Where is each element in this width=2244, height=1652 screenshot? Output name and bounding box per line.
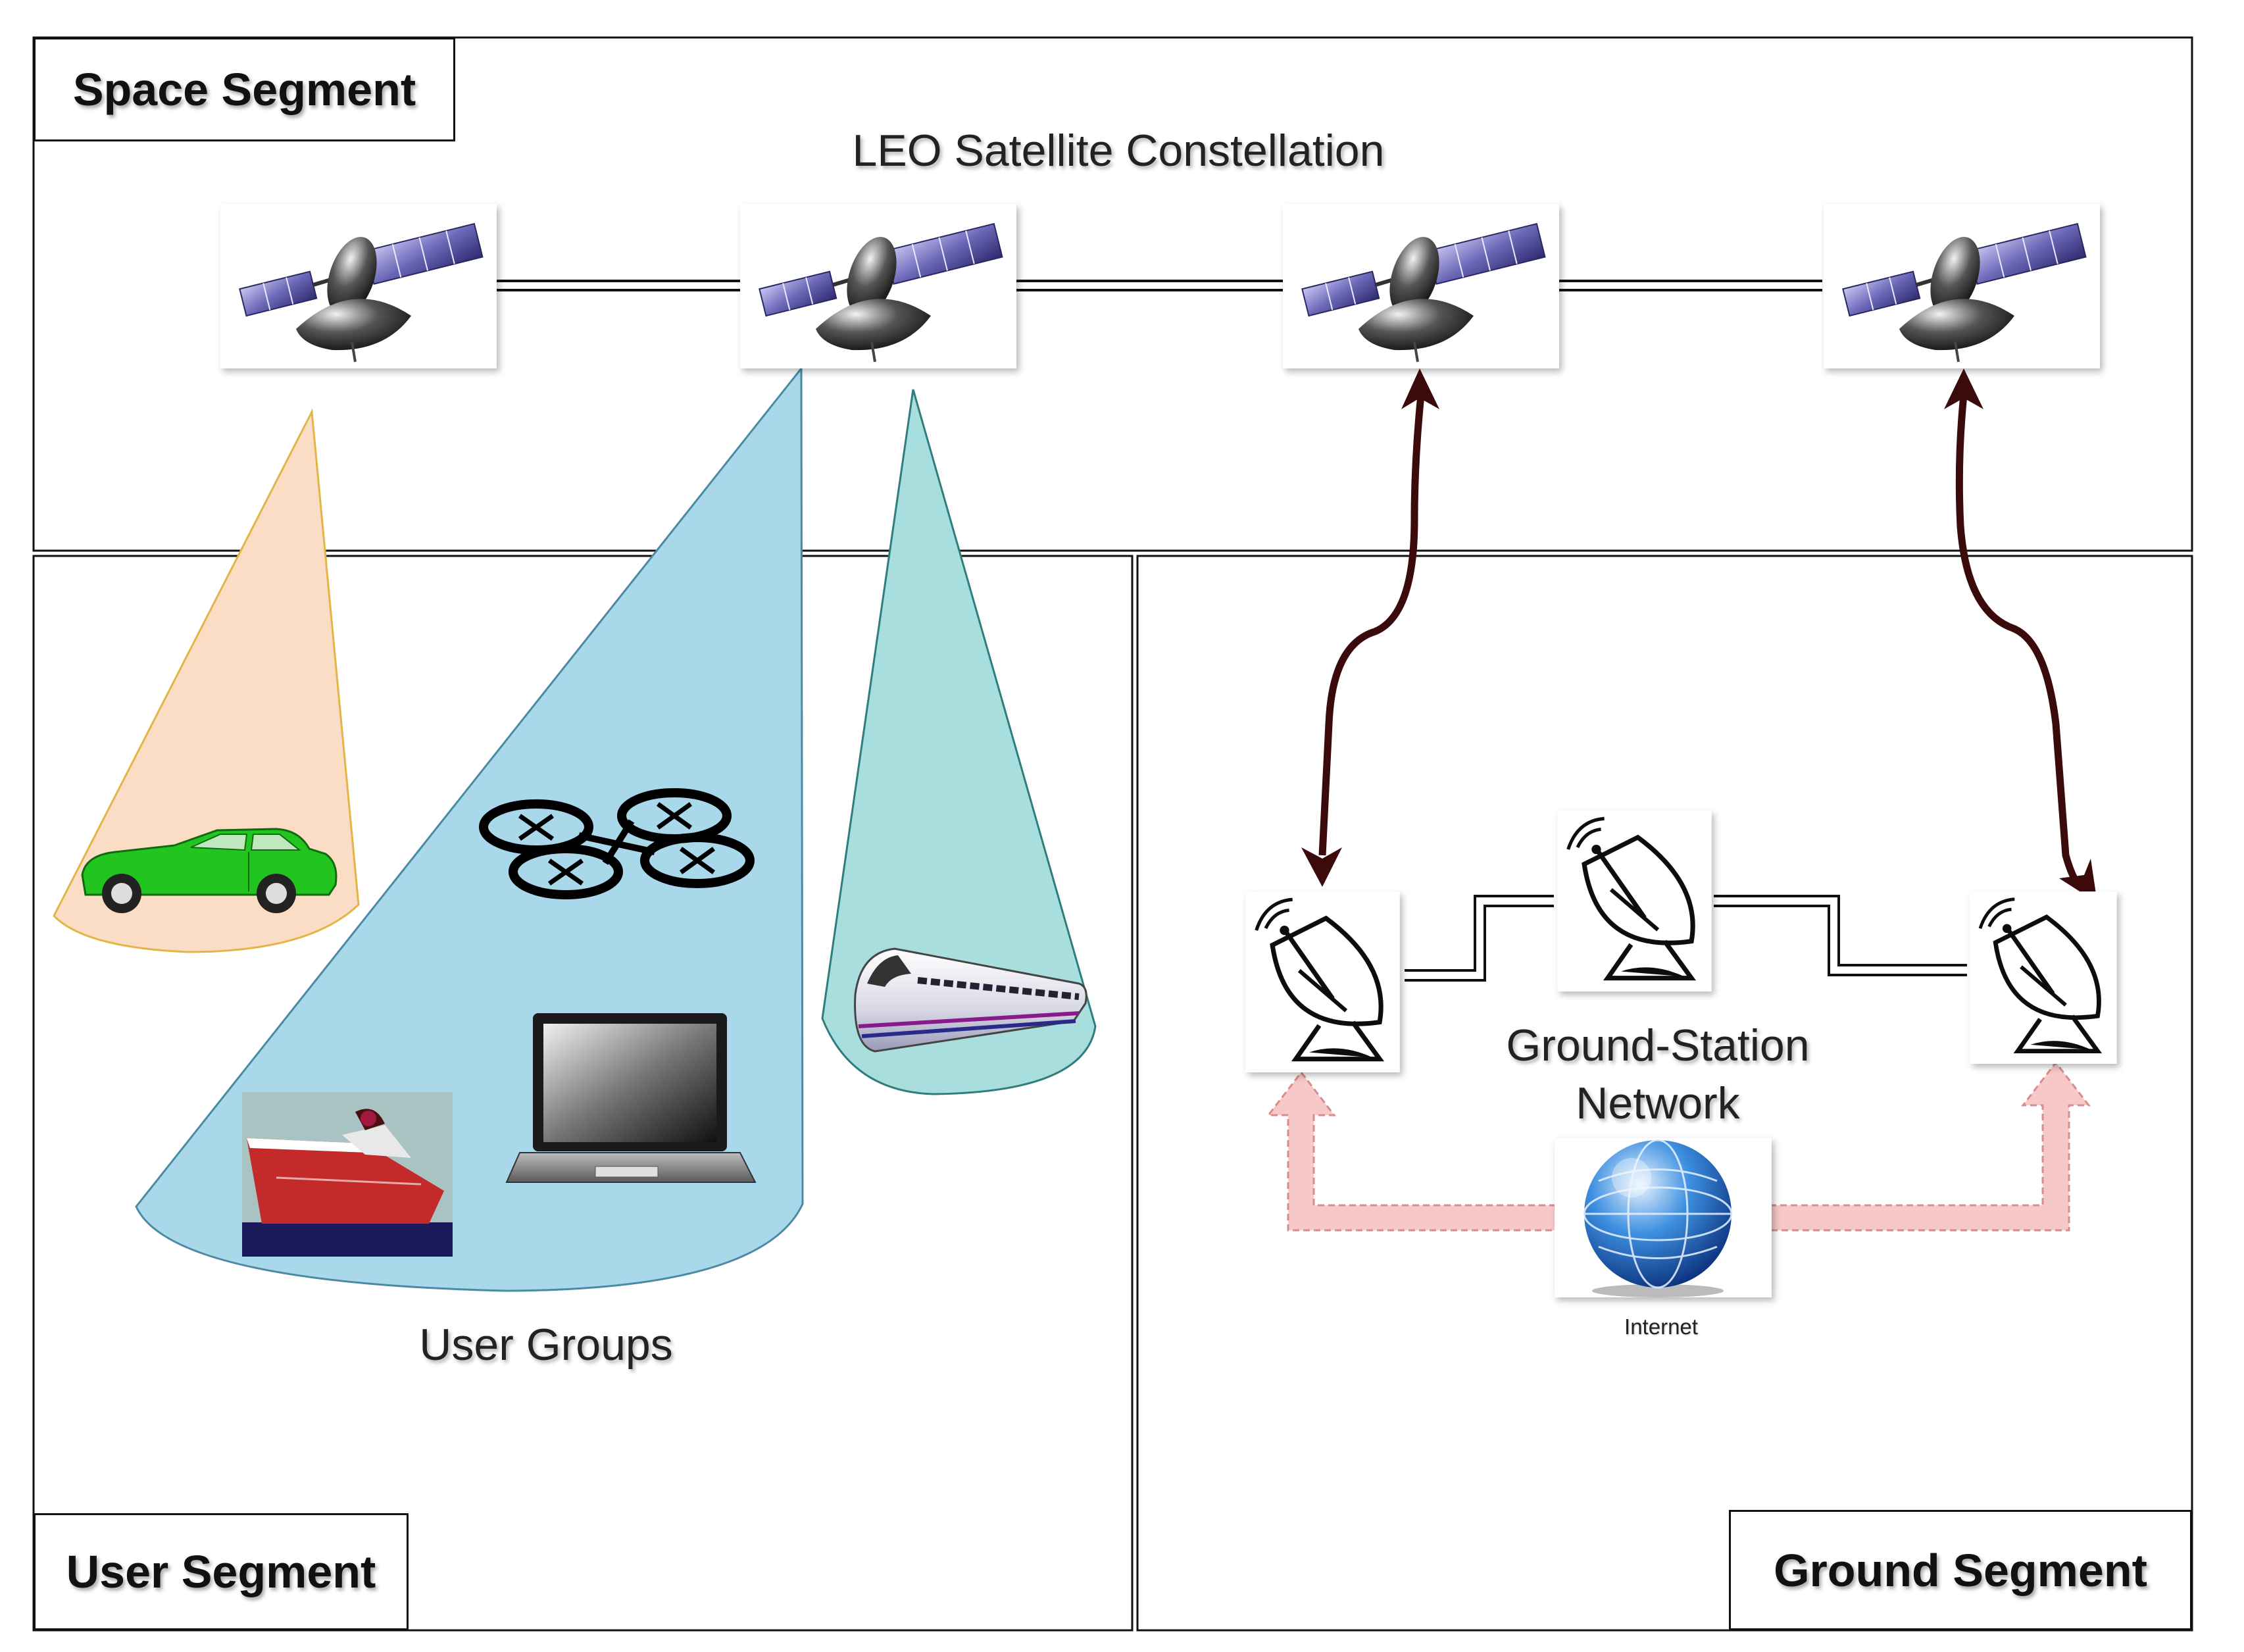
internet-link-arrow [1266, 1070, 1557, 1232]
satellite-icon [220, 204, 497, 368]
internet-caption: Internet [1624, 1314, 1698, 1339]
internet-link-arrow [1768, 1061, 2091, 1232]
user-segment-label: User Segment [34, 1513, 409, 1630]
ground-network-caption-line1: Ground-Station [1506, 1020, 1810, 1070]
user-groups-caption: User Groups [419, 1320, 673, 1370]
arrowhead-up [1944, 368, 1983, 409]
constellation-caption: LEO Satellite Constellation [852, 126, 1385, 176]
ground-station-links [1405, 895, 1967, 982]
car-coverage-beam [53, 408, 360, 953]
ground-segment-box [1136, 555, 2193, 1632]
laptop-icon [505, 1013, 757, 1183]
train-coverage-beam [821, 389, 1097, 1095]
globe-icon [1555, 1138, 1772, 1297]
satellite-dish-icon [1970, 891, 2116, 1064]
satellite-icon [1824, 204, 2100, 368]
space-segment-label: Space Segment [34, 38, 455, 141]
train-icon [854, 947, 1087, 1053]
feeder-link-arrow [1318, 394, 1425, 856]
ground-segment-label: Ground Segment [1729, 1510, 2192, 1630]
ground-network-caption-line2: Network [1576, 1078, 1740, 1128]
arrowhead-down [1301, 847, 1342, 887]
space-segment-box [32, 36, 2193, 552]
satellite-dish-icon [1557, 811, 1711, 991]
inter-satellite-links [497, 280, 1822, 291]
drone-icon [479, 788, 755, 899]
user-segment-box [32, 555, 1134, 1632]
satellite-icon [1283, 204, 1559, 368]
car-icon [81, 828, 337, 913]
feeder-link-arrow [1955, 394, 2082, 888]
satellite-dish-icon [1245, 891, 1399, 1072]
ship-icon [242, 1092, 453, 1257]
arrowhead-up [1401, 368, 1439, 409]
satellite-icon [740, 204, 1016, 368]
